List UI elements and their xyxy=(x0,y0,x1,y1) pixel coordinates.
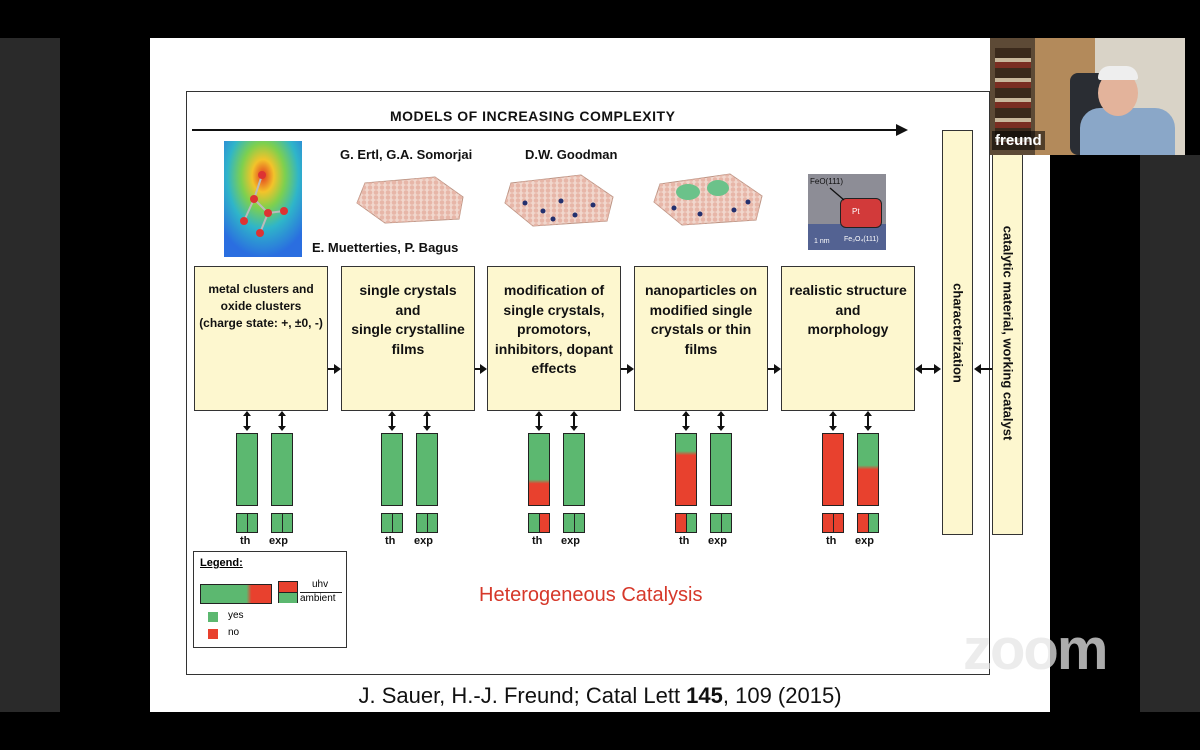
exp-label: exp xyxy=(708,535,727,547)
bidirectional-arrow xyxy=(387,411,397,431)
connector xyxy=(475,368,480,370)
nanoparticle-image xyxy=(653,173,763,226)
exp-agreement-bar xyxy=(416,433,438,506)
left-gutter xyxy=(0,38,60,712)
micrograph-scale-label: 1 nm xyxy=(814,238,830,245)
category-box-modification: modification of single crystals, promoto… xyxy=(487,266,621,411)
th-uhv-ambient-box xyxy=(236,513,258,533)
exp-agreement-bar xyxy=(563,433,585,506)
catalytic-material-box: catalytic material, working catalyst xyxy=(992,130,1023,535)
citation: J. Sauer, H.-J. Freund; Catal Lett 145, … xyxy=(358,683,842,708)
bidirectional-arrow xyxy=(569,411,579,431)
th-label: th xyxy=(679,535,690,547)
right-gutter xyxy=(1140,155,1200,712)
th-label: th xyxy=(240,535,251,547)
th-uhv-ambient-box xyxy=(528,513,550,533)
legend-gradient-bar xyxy=(200,584,272,604)
th-label: th xyxy=(385,535,396,547)
cluster-density-image xyxy=(224,141,302,257)
exp-label: exp xyxy=(269,535,288,547)
participant-shirt xyxy=(1080,108,1175,155)
bidirectional-arrow xyxy=(681,411,691,431)
complexity-arrow xyxy=(192,129,898,131)
th-agreement-bar xyxy=(528,433,550,506)
th-uhv-ambient-box xyxy=(381,513,403,533)
micrograph-feo-label: FeO(111) xyxy=(810,177,844,186)
participant-name-label: freund xyxy=(992,131,1045,150)
zoom-watermark-logo: zoom xyxy=(963,617,1108,682)
connector-arrowhead xyxy=(774,364,781,374)
bidirectional-arrow xyxy=(277,411,287,431)
connector-arrowhead xyxy=(334,364,341,374)
th-label: th xyxy=(826,535,837,547)
th-uhv-ambient-box xyxy=(822,513,844,533)
th-agreement-bar xyxy=(675,433,697,506)
connector-arrowhead xyxy=(974,364,981,374)
bidirectional-arrow xyxy=(828,411,838,431)
micrograph-image: FeO(111) Pt Fe₃O₄(111) 1 nm xyxy=(808,174,886,250)
th-agreement-bar xyxy=(822,433,844,506)
category-box-realistic: realistic structure and morphology xyxy=(781,266,915,411)
connector-arrowhead xyxy=(915,364,922,374)
legend-yes-label: yes xyxy=(228,610,244,621)
legend-uhv-label: uhv xyxy=(312,579,329,590)
participant-hair xyxy=(1098,66,1138,80)
characterization-box: characterization xyxy=(942,130,973,535)
slide-title: MODELS OF INCREASING COMPLEXITY xyxy=(390,108,676,124)
exp-agreement-bar xyxy=(857,433,879,506)
connector-arrowhead xyxy=(627,364,634,374)
exp-uhv-ambient-box xyxy=(710,513,732,533)
exp-uhv-ambient-box xyxy=(271,513,293,533)
exp-uhv-ambient-box xyxy=(563,513,585,533)
exp-label: exp xyxy=(855,535,874,547)
connector xyxy=(981,368,992,370)
modified-crystal-image xyxy=(504,174,614,227)
bookshelf xyxy=(995,48,1031,143)
bidirectional-arrow xyxy=(716,411,726,431)
bidirectional-arrow xyxy=(242,411,252,431)
category-box-nanoparticles: nanoparticles on modified single crystal… xyxy=(634,266,768,411)
micrograph-fe3o4-label: Fe₃O₄(111) xyxy=(844,236,879,243)
legend-yes-swatch xyxy=(208,612,218,622)
legend-uhv-ambient-box xyxy=(278,581,298,603)
legend-no-label: no xyxy=(228,627,240,638)
complexity-arrowhead xyxy=(896,124,908,136)
exp-label: exp xyxy=(414,535,433,547)
connector xyxy=(621,368,627,370)
author-muetterties: E. Muetterties, P. Bagus xyxy=(312,240,459,255)
legend-ambient-label: ambient xyxy=(300,593,336,604)
author-goodman: D.W. Goodman xyxy=(525,147,618,162)
exp-label: exp xyxy=(561,535,580,547)
legend-title: Legend: xyxy=(200,557,243,569)
bidirectional-arrow xyxy=(863,411,873,431)
connector-arrowhead xyxy=(480,364,487,374)
connector xyxy=(328,368,334,370)
exp-uhv-ambient-box xyxy=(857,513,879,533)
legend-no-swatch xyxy=(208,629,218,639)
category-box-clusters: metal clusters and oxide clusters (charg… xyxy=(194,266,328,411)
th-label: th xyxy=(532,535,543,547)
bidirectional-arrow xyxy=(422,411,432,431)
exp-agreement-bar xyxy=(271,433,293,506)
legend-divider xyxy=(300,592,342,593)
exp-agreement-bar xyxy=(710,433,732,506)
micrograph-pt-label: Pt xyxy=(852,207,860,216)
bidirectional-arrow xyxy=(534,411,544,431)
category-box-single-crystals: single crystals and single crystalline f… xyxy=(341,266,475,411)
connector xyxy=(922,368,934,370)
single-crystal-image xyxy=(356,176,464,224)
th-uhv-ambient-box xyxy=(675,513,697,533)
connector xyxy=(768,368,774,370)
exp-uhv-ambient-box xyxy=(416,513,438,533)
th-agreement-bar xyxy=(236,433,258,506)
slide-frame xyxy=(186,91,990,675)
micrograph-pointer-icon xyxy=(829,187,845,201)
author-ertl: G. Ertl, G.A. Somorjai xyxy=(340,147,473,162)
th-agreement-bar xyxy=(381,433,403,506)
connector-arrowhead xyxy=(934,364,941,374)
heterogeneous-catalysis-heading: Heterogeneous Catalysis xyxy=(479,584,703,606)
legend: Legend: uhv ambient yes no xyxy=(193,551,347,648)
